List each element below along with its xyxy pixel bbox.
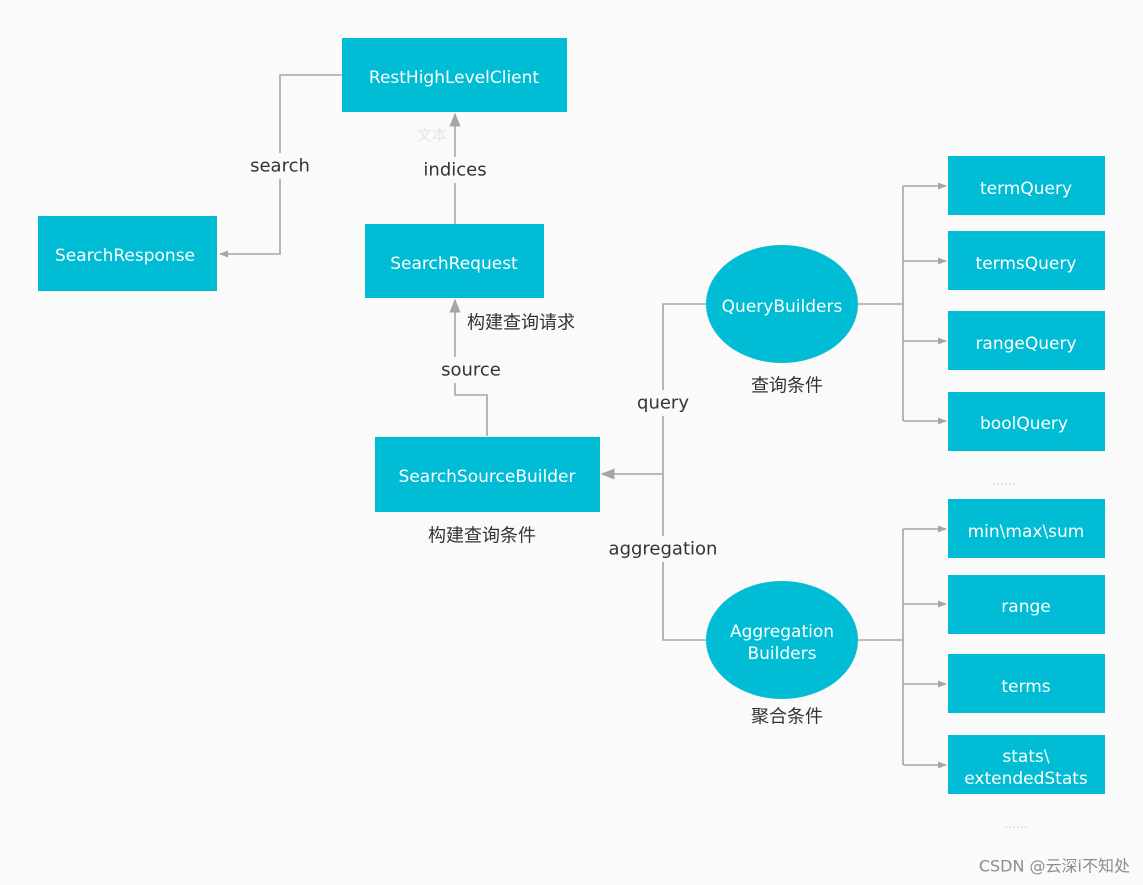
svg-text:query: query — [637, 393, 689, 414]
svg-text:min\max\sum: min\max\sum — [968, 522, 1085, 542]
svg-text:search: search — [250, 156, 310, 177]
svg-text:QueryBuilders: QueryBuilders — [722, 297, 843, 317]
aggregation-more-ellipsis: ...... — [1005, 817, 1028, 831]
node-terms-query[interactable]: termsQuery — [948, 231, 1105, 290]
node-term-query[interactable]: termQuery — [948, 156, 1105, 215]
svg-text:Builders: Builders — [748, 644, 817, 664]
svg-text:aggregation: aggregation — [609, 539, 718, 560]
edge-source — [449, 298, 488, 436]
node-range-query[interactable]: rangeQuery — [948, 311, 1105, 370]
watermark: CSDN @云深i不知处 — [979, 857, 1130, 876]
edge-aggregation — [662, 474, 706, 641]
node-query-builders[interactable]: QueryBuilders — [706, 245, 858, 363]
node-terms[interactable]: terms — [948, 654, 1105, 713]
edge-label-indices: indices — [420, 157, 490, 183]
node-rest-high-level-client[interactable]: RestHighLevelClient — [342, 38, 567, 112]
svg-text:extendedStats: extendedStats — [964, 769, 1088, 789]
node-min-max-sum[interactable]: min\max\sum — [948, 499, 1105, 558]
svg-text:range: range — [1001, 597, 1050, 617]
svg-text:source: source — [441, 360, 501, 381]
node-aggregation-builders[interactable]: Aggregation Builders — [706, 581, 858, 699]
svg-text:termQuery: termQuery — [980, 179, 1072, 199]
query-more-ellipsis: ...... — [993, 474, 1016, 488]
edge-label-source: source — [438, 357, 506, 383]
edge-query — [662, 303, 706, 474]
svg-text:SearchResponse: SearchResponse — [55, 246, 195, 266]
ghost-text: 文本 — [417, 126, 447, 144]
caption-aggregation-condition: 聚合条件 — [751, 707, 823, 728]
node-search-request[interactable]: SearchRequest — [365, 224, 544, 298]
svg-text:terms: terms — [1001, 677, 1050, 697]
svg-text:stats\: stats\ — [1002, 747, 1049, 767]
caption-build-condition: 构建查询条件 — [428, 526, 536, 547]
node-stats-extended-stats[interactable]: stats\ extendedStats — [948, 735, 1105, 794]
svg-text:termsQuery: termsQuery — [976, 254, 1077, 274]
edge-label-search: search — [248, 153, 312, 179]
caption-query-condition: 查询条件 — [751, 376, 823, 397]
caption-build-request: 构建查询请求 — [467, 313, 575, 334]
svg-text:rangeQuery: rangeQuery — [975, 334, 1076, 354]
svg-text:indices: indices — [423, 160, 486, 181]
node-search-source-builder[interactable]: SearchSourceBuilder — [375, 437, 600, 512]
edge-label-query: query — [634, 390, 692, 416]
node-search-response[interactable]: SearchResponse — [38, 216, 217, 291]
svg-text:RestHighLevelClient: RestHighLevelClient — [369, 68, 540, 88]
node-range[interactable]: range — [948, 575, 1105, 634]
svg-text:SearchRequest: SearchRequest — [390, 254, 518, 274]
edge-label-aggregation: aggregation — [604, 536, 722, 562]
svg-text:Aggregation: Aggregation — [730, 622, 834, 642]
svg-text:boolQuery: boolQuery — [980, 414, 1068, 434]
svg-text:SearchSourceBuilder: SearchSourceBuilder — [399, 467, 576, 487]
node-bool-query[interactable]: boolQuery — [948, 392, 1105, 451]
